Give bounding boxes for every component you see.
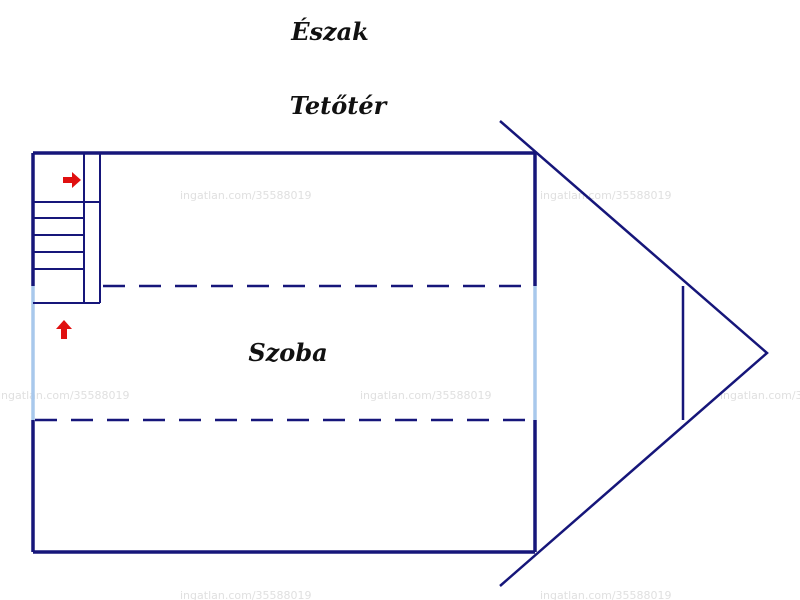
floor-title: Tetőtér — [290, 91, 389, 120]
arrow-right-icon — [63, 172, 81, 188]
watermark: ingatlan.com/35588019 — [720, 389, 800, 402]
north-label: Észak — [290, 17, 369, 46]
gable-outline — [499, 120, 769, 587]
watermark: ingatlan.com/35588019 — [180, 189, 312, 202]
window-openings — [31, 286, 537, 420]
outer-walls — [31, 151, 537, 554]
room-label: Szoba — [248, 338, 327, 367]
roof-slope-lines — [35, 284, 535, 422]
watermark: ingatlan.com/35588019 — [180, 589, 312, 600]
arrow-up-icon — [56, 320, 72, 339]
stair-arrows — [56, 172, 81, 339]
staircase — [33, 153, 101, 304]
watermark: ingatlan.com/35588019 — [0, 389, 130, 402]
watermark: ingatlan.com/35588019 — [540, 189, 672, 202]
watermark: ingatlan.com/35588019 — [540, 589, 672, 600]
watermark: ingatlan.com/35588019 — [360, 389, 492, 402]
watermark-layer: ingatlan.com/35588019 ingatlan.com/35588… — [0, 189, 800, 600]
gable-edges — [499, 120, 769, 587]
